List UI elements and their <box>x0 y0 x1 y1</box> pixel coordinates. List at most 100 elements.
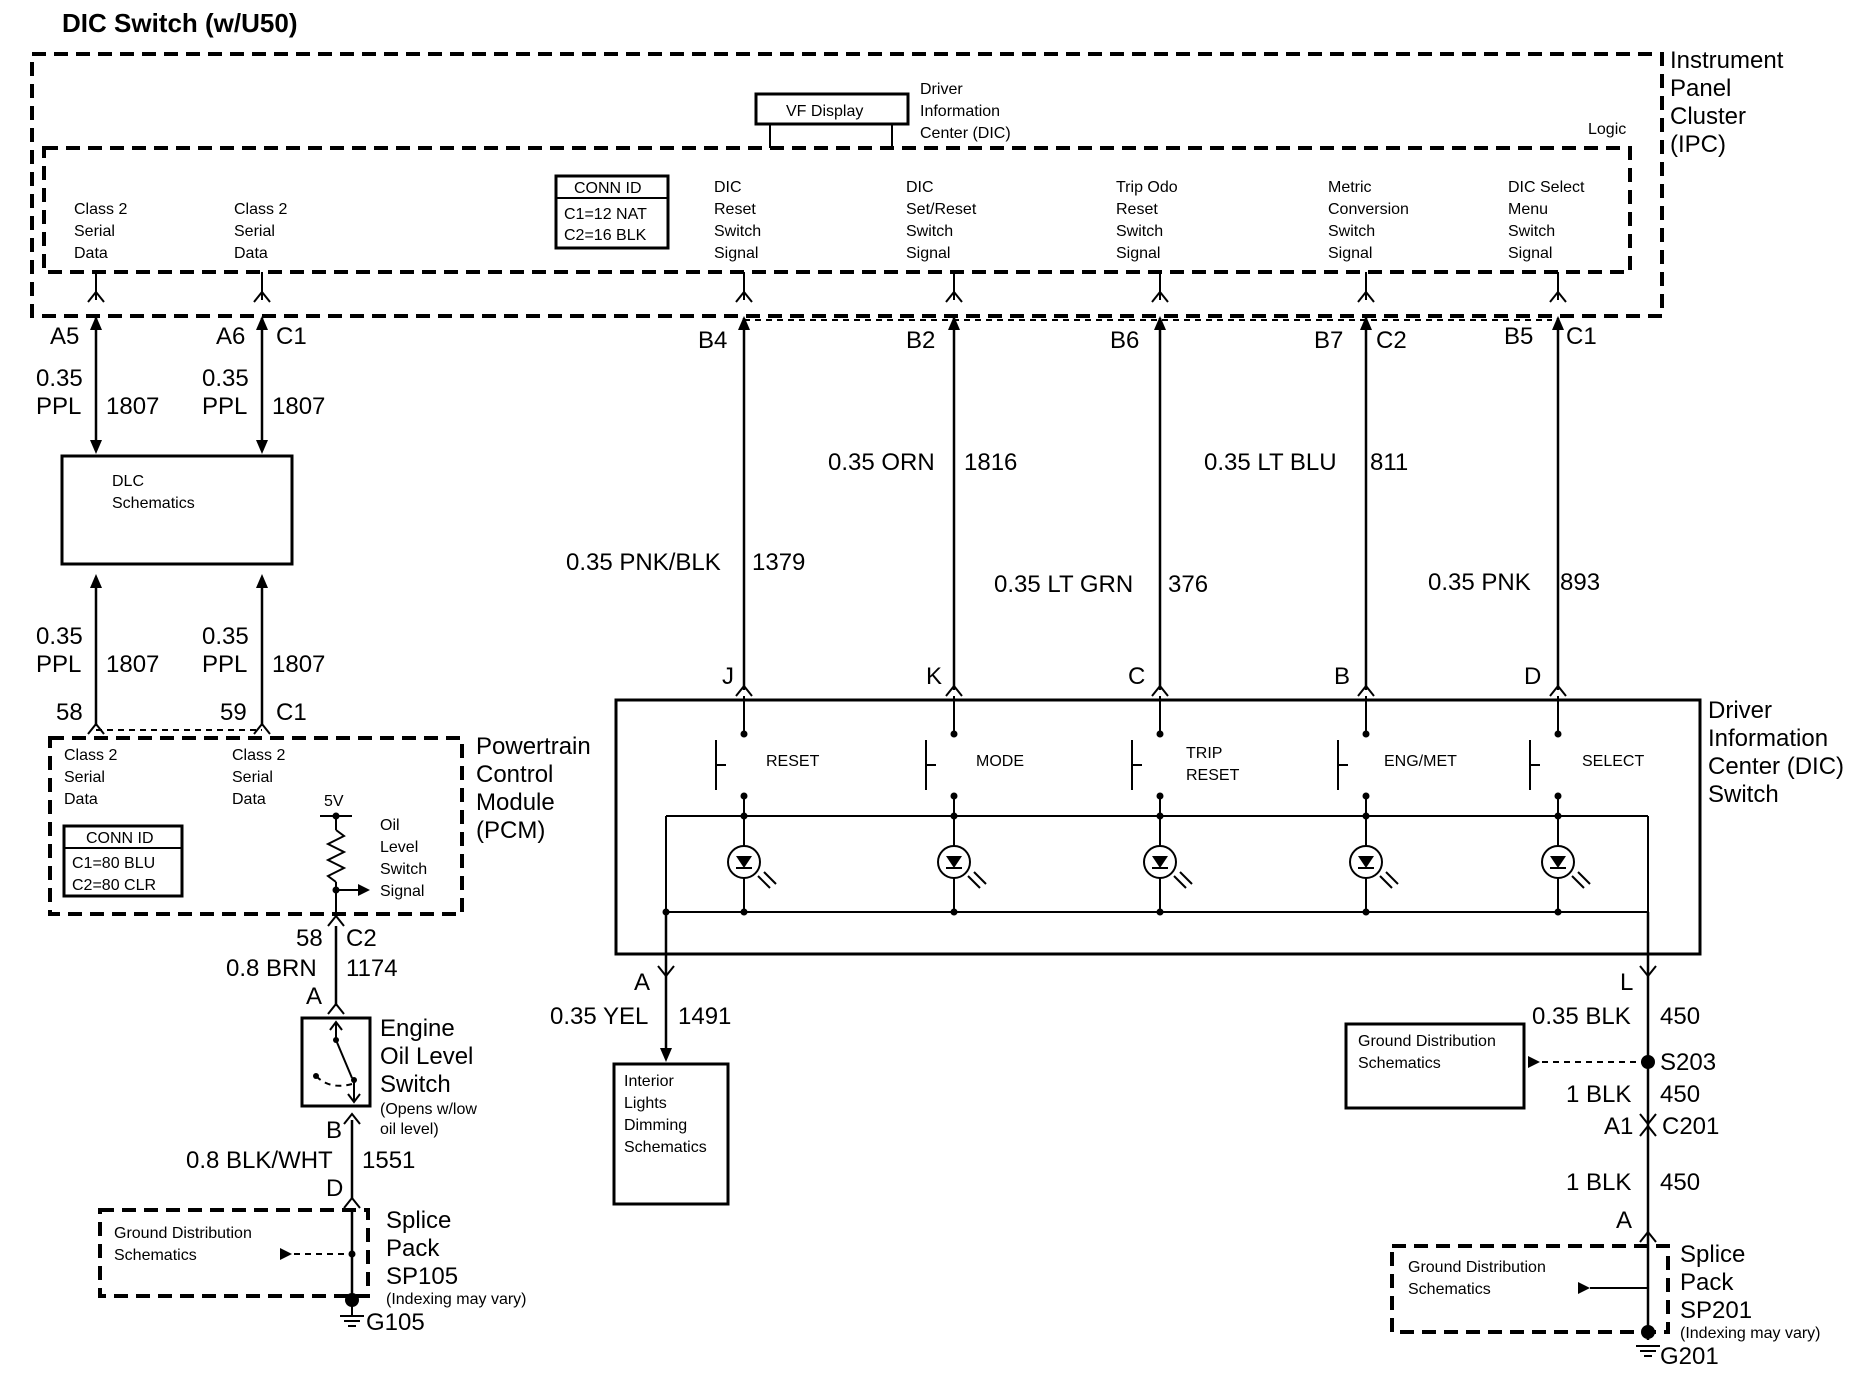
pcm-conn-id-c2: C2=80 CLR <box>72 877 156 894</box>
ipc-signal-b2-l2: Set/Reset <box>906 201 977 218</box>
switch-label-engmet: ENG/MET <box>1384 753 1457 770</box>
engine-oil-label: Engine Oil Level Switch (Opens w/low oil… <box>380 1015 477 1138</box>
pin-dic-b: B <box>1334 663 1350 690</box>
interior-lights-l1: Interior <box>624 1073 674 1090</box>
pcm-conn-id-box <box>62 824 184 898</box>
reset-switch-contact-top <box>740 730 748 738</box>
pin-b2: B2 <box>906 327 935 354</box>
ipc-signal-a5-l1: Class 2 <box>74 201 127 218</box>
engine-oil-level-switch-box <box>300 1016 372 1108</box>
pcm-oil-signal-l2: Level <box>380 839 418 856</box>
sp105-label-l3: SP105 <box>386 1263 458 1290</box>
eng-met-ipc-chevron <box>1357 290 1375 303</box>
ipc-signal-b5-l2: Menu <box>1508 201 1548 218</box>
blk1-wire-label: 0.35 BLK <box>1532 1003 1631 1030</box>
pcm-label-l4: (PCM) <box>476 817 545 844</box>
w3-color: PPL <box>36 651 81 678</box>
ipc-signal-a5-l2: Serial <box>74 223 115 240</box>
ground-dist-mid-box <box>1344 1022 1526 1110</box>
pin-b7: B7 <box>1314 327 1343 354</box>
ipc-signal-a6: Class 2 Serial Data <box>234 201 287 262</box>
ipc-signal-b4: DIC Reset Switch Signal <box>714 179 761 262</box>
dlc-label-l2: Schematics <box>112 495 195 512</box>
s203-label: S203 <box>1660 1049 1716 1076</box>
arrow-1491-down <box>660 1048 672 1062</box>
interior-lights-l3: Dimming <box>624 1117 687 1134</box>
blk2-circuit-label: 450 <box>1660 1081 1700 1108</box>
pin-c2: C2 <box>1376 327 1407 354</box>
c201-chevron-b <box>1639 1124 1657 1137</box>
ipc-signal-a5: Class 2 Serial Data <box>74 201 127 262</box>
eng-b-chevron <box>343 1112 361 1125</box>
pin-dic-j: J <box>722 663 734 690</box>
oil-switch-bottom-chevron <box>347 1093 361 1104</box>
select-led-ray-2 <box>1577 871 1591 885</box>
switch-label-reset: RESET <box>766 753 820 770</box>
pin-pcm-59: 59 <box>220 699 247 726</box>
ground-mid-box-l2: Schematics <box>1358 1055 1441 1072</box>
pcm-5v-label: 5V <box>324 793 344 810</box>
ipc-boundary <box>30 52 1664 318</box>
sp201-indexing: (Indexing may vary) <box>1680 1325 1821 1342</box>
a5-connector-chevron <box>87 290 105 303</box>
reset-dic-chevron <box>735 684 753 697</box>
blk2-wire-label: 1 BLK <box>1566 1081 1631 1108</box>
c201-chevron-a <box>1639 1113 1657 1126</box>
mode-dic-chevron <box>945 684 963 697</box>
blk3-wire-label: 1 BLK <box>1566 1169 1631 1196</box>
ipc-signal-b4-l4: Signal <box>714 245 758 262</box>
dlc-label-l1: DLC <box>112 473 144 490</box>
dic-switch-label: Driver Information Center (DIC) Switch <box>1708 697 1844 808</box>
ipc-label: Instrument Panel Cluster (IPC) <box>1670 47 1784 158</box>
ground-left-arrow <box>280 1248 292 1260</box>
ipc-signal-b6-l4: Signal <box>1116 245 1160 262</box>
pin-c1: C1 <box>276 323 307 350</box>
dic-signal-columns <box>662 272 1591 916</box>
pin-pcm-c2-58: 58 <box>296 925 323 952</box>
pcm-c2-chevron <box>327 914 345 927</box>
ipc-label-line3: Cluster <box>1670 103 1746 130</box>
eng-met-led-diode <box>1358 856 1374 868</box>
pin-c1-right: C1 <box>1566 323 1597 350</box>
arrow-dlc-59-up <box>256 574 268 588</box>
pin-dic-k: K <box>926 663 942 690</box>
mode-led-ray-2 <box>973 871 987 885</box>
arrow-a6-down <box>256 440 268 454</box>
ipc-signal-b7-l1: Metric <box>1328 179 1372 196</box>
w1-color: PPL <box>36 393 81 420</box>
pin-dic-l: L <box>1620 969 1633 996</box>
ground-right-box-l2: Schematics <box>1408 1281 1491 1298</box>
sp105-label-l1: Splice <box>386 1207 451 1234</box>
pcm-oil-signal-l1: Oil <box>380 817 400 834</box>
ipc-label-line1: Instrument <box>1670 47 1784 74</box>
ipc-signal-b5-l4: Signal <box>1508 245 1552 262</box>
arrow-a6-up <box>256 316 268 330</box>
dic-caption-line3: Center (DIC) <box>920 125 1011 142</box>
mode-ipc-chevron <box>945 290 963 303</box>
g105-ground-node <box>345 1293 359 1307</box>
yel-wire-label: 0.35 YEL <box>550 1003 648 1030</box>
oil-switch-float <box>313 1073 319 1079</box>
b4-wire-label: 0.35 PNK/BLK <box>566 549 721 576</box>
sp105-node <box>348 1250 356 1258</box>
dic-l-chevron <box>1639 965 1657 978</box>
dic-a-chevron <box>657 965 675 978</box>
arrow-a5-up <box>90 316 102 330</box>
switch-label-select: SELECT <box>1582 753 1644 770</box>
ipc-signal-b4-l2: Reset <box>714 201 756 218</box>
switch-label-trip-l2: RESET <box>1186 767 1240 784</box>
w2-color: PPL <box>202 393 247 420</box>
ipc-signal-b6-l2: Reset <box>1116 201 1158 218</box>
pin-dic-c: C <box>1128 663 1145 690</box>
b5-circuit-label: 893 <box>1560 569 1600 596</box>
dic-caption-line2: Information <box>920 103 1000 120</box>
sp201-chevron <box>1639 1230 1657 1243</box>
dlc-schematics-box <box>60 454 294 566</box>
dic-caption-line1: Driver <box>920 81 963 98</box>
ipc-label-line2: Panel <box>1670 75 1731 102</box>
pcm-boundary <box>48 736 464 916</box>
pcm-signal-59-l2: Serial <box>232 769 273 786</box>
mode-led-diode <box>946 856 962 868</box>
pcm-oil-signal-l4: Signal <box>380 883 424 900</box>
